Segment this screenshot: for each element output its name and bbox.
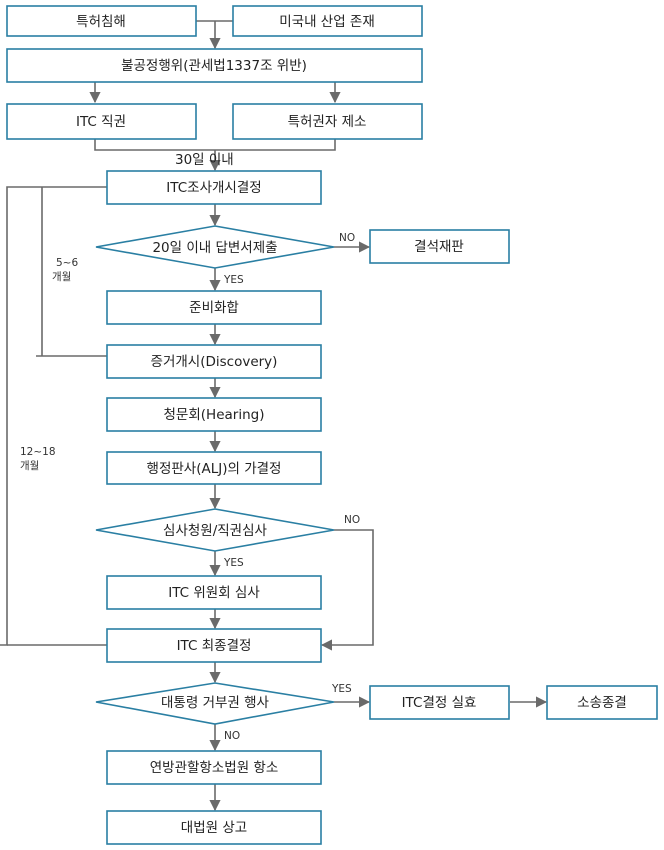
box-suit-end: 소송종결 — [546, 685, 658, 720]
svg-text:행정판사(ALJ)의 가결정: 행정판사(ALJ)의 가결정 — [147, 461, 282, 477]
box-preparatory: 준비화합 — [106, 290, 322, 325]
svg-text:ITC 직권: ITC 직권 — [76, 114, 126, 130]
box-final-determination: ITC 최종결정 — [106, 628, 322, 663]
svg-text:대법원 상고: 대법원 상고 — [181, 820, 247, 836]
box-hearing: 청문회(Hearing) — [106, 397, 322, 432]
box-investigation-start: ITC조사개시결정 — [106, 170, 322, 205]
label-5-6-months: 개월 — [52, 271, 71, 283]
svg-text:ITC 최종결정: ITC 최종결정 — [177, 638, 252, 654]
label-30days: 30일 이내 — [175, 152, 234, 168]
box-us-industry: 미국내 산업 존재 — [232, 5, 423, 37]
label-5-6: 5~6 — [56, 257, 78, 269]
box-default-judgment: 결석재판 — [369, 229, 510, 264]
label-no-answer: NO — [339, 232, 355, 244]
diamond-review-petition: 심사청원/직권심사 — [95, 508, 335, 552]
box-unfair-act: 불공정행위(관세법1337조 위반) — [6, 48, 423, 83]
box-patentee-complaint: 특허권자 제소 — [232, 103, 423, 140]
svg-text:대통령 거부권 행사: 대통령 거부권 행사 — [161, 695, 270, 711]
label-12-18-months: 개월 — [20, 460, 39, 472]
svg-text:특허침해: 특허침해 — [76, 14, 126, 30]
svg-text:ITC 위원회 심사: ITC 위원회 심사 — [168, 585, 260, 601]
connectors — [0, 20, 548, 812]
box-commission-review: ITC 위원회 심사 — [106, 575, 322, 610]
label-yes-review: YES — [223, 557, 244, 569]
label-yes-answer: YES — [223, 274, 244, 286]
box-discovery: 증거개시(Discovery) — [106, 344, 322, 379]
svg-text:미국내 산업 존재: 미국내 산업 존재 — [279, 14, 375, 30]
diamond-presidential-veto: 대통령 거부권 행사 — [95, 682, 335, 725]
label-no-review: NO — [344, 514, 360, 526]
box-itc-direct: ITC 직권 — [6, 103, 197, 140]
box-infringement: 특허침해 — [6, 5, 197, 37]
label-12-18: 12~18 — [20, 446, 56, 458]
svg-text:준비화합: 준비화합 — [189, 300, 239, 316]
box-itc-void: ITC결정 실효 — [369, 685, 510, 720]
diamond-answer-20days: 20일 이내 답변서제출 — [95, 225, 335, 269]
svg-text:20일 이내 답변서제출: 20일 이내 답변서제출 — [152, 240, 277, 256]
label-no-veto: NO — [224, 730, 240, 742]
box-federal-circuit: 연방관할항소법원 항소 — [106, 750, 322, 785]
svg-text:ITC결정 실효: ITC결정 실효 — [402, 695, 477, 711]
svg-text:증거개시(Discovery): 증거개시(Discovery) — [151, 354, 278, 370]
label-yes-veto: YES — [331, 683, 352, 695]
box-supreme-court: 대법원 상고 — [106, 810, 322, 845]
box-alj-initial: 행정판사(ALJ)의 가결정 — [106, 451, 322, 485]
svg-text:결석재판: 결석재판 — [414, 239, 464, 255]
svg-text:ITC조사개시결정: ITC조사개시결정 — [166, 180, 261, 196]
svg-text:특허권자 제소: 특허권자 제소 — [288, 114, 367, 130]
svg-text:연방관할항소법원 항소: 연방관할항소법원 항소 — [150, 760, 279, 776]
svg-text:심사청원/직권심사: 심사청원/직권심사 — [163, 523, 267, 539]
svg-text:소송종결: 소송종결 — [577, 695, 627, 711]
svg-text:불공정행위(관세법1337조 위반): 불공정행위(관세법1337조 위반) — [121, 58, 307, 74]
svg-text:청문회(Hearing): 청문회(Hearing) — [164, 407, 265, 423]
